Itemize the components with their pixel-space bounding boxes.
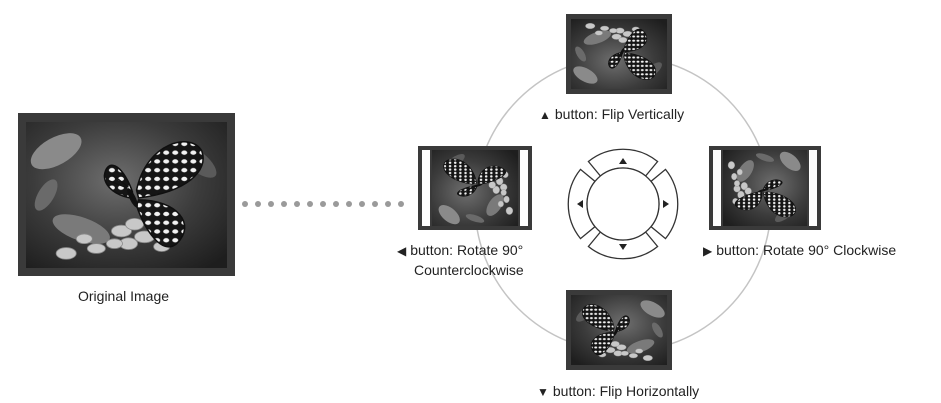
- dpad-up-button[interactable]: [587, 148, 659, 177]
- up-triangle-icon: ▲: [539, 108, 551, 122]
- flip-horizontal-preview: [566, 290, 672, 370]
- down-triangle-icon: ▼: [537, 385, 549, 399]
- flip-vertical-label: ▲button: Flip Vertically: [539, 106, 684, 124]
- up-triangle-icon: [619, 158, 627, 164]
- butterfly-photo-icon: [18, 113, 235, 276]
- dotted-connector: [242, 201, 404, 207]
- rotate-ccw-label-line2: Counterclockwise: [414, 262, 524, 278]
- flip-horizontal-label: ▼button: Flip Horizontally: [537, 383, 699, 401]
- right-triangle-icon: [663, 200, 669, 208]
- connector-dot: [385, 201, 391, 207]
- flip-vertical-preview: [566, 14, 672, 94]
- butterfly-photo-icon: [709, 146, 821, 230]
- connector-dot: [268, 201, 274, 207]
- rotate-cw-label: ▶button: Rotate 90° Clockwise: [703, 242, 896, 260]
- butterfly-photo-icon: [566, 14, 672, 94]
- connector-dot: [372, 201, 378, 207]
- connector-dot: [333, 201, 339, 207]
- flip-horizontal-text: button: Flip Horizontally: [552, 383, 700, 399]
- dpad-center-button[interactable]: [586, 167, 660, 241]
- connector-dot: [281, 201, 287, 207]
- down-triangle-icon: [619, 244, 627, 250]
- connector-dot: [346, 201, 352, 207]
- dpad-right-button[interactable]: [650, 168, 679, 240]
- connector-dot: [242, 201, 248, 207]
- connector-dot: [398, 201, 404, 207]
- connector-dot: [359, 201, 365, 207]
- rotate-cw-text: button: Rotate 90° Clockwise: [716, 242, 897, 258]
- right-triangle-icon: ▶: [703, 244, 713, 258]
- flip-vertical-text: button: Flip Vertically: [554, 106, 685, 122]
- rotate-ccw-label: ◀button: Rotate 90°: [397, 242, 523, 260]
- connector-dot: [320, 201, 326, 207]
- connector-dot: [307, 201, 313, 207]
- rotate-ccw-text: button: Rotate 90°: [410, 242, 524, 258]
- connector-dot: [294, 201, 300, 207]
- rotate-ccw-preview: [418, 146, 532, 230]
- butterfly-photo-icon: [566, 290, 672, 370]
- left-triangle-icon: ◀: [397, 244, 407, 258]
- left-triangle-icon: [577, 200, 583, 208]
- original-image: [18, 113, 235, 276]
- butterfly-photo-icon: [418, 146, 532, 230]
- original-image-caption: Original Image: [78, 288, 170, 304]
- connector-dot: [255, 201, 261, 207]
- rotate-cw-preview: [709, 146, 821, 230]
